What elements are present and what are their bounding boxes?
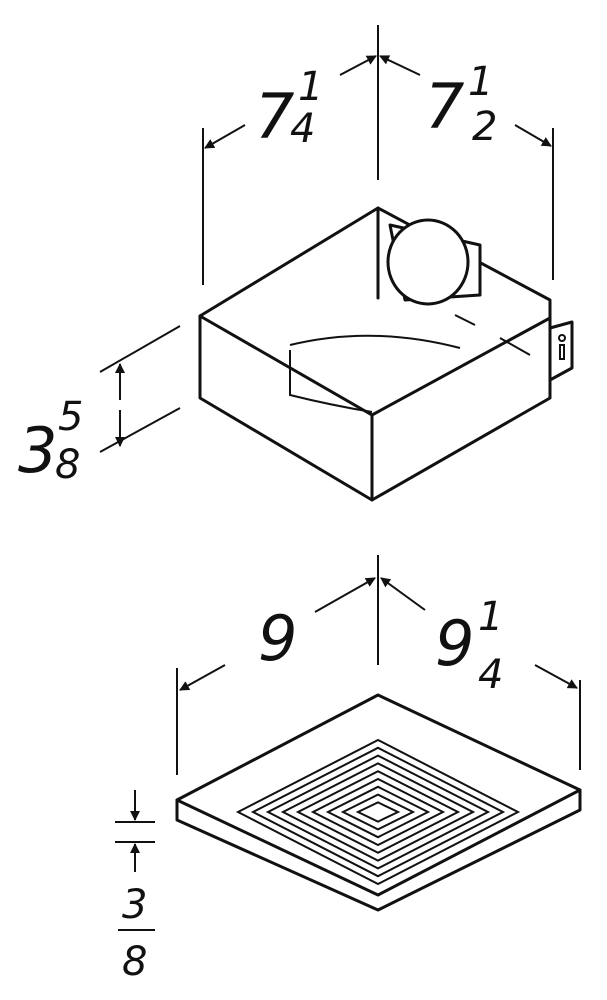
- housing-width-den: 4: [290, 106, 315, 152]
- grille-louver-ring: [235, 738, 521, 886]
- wiring-box: [548, 320, 574, 382]
- housing-dimensions: [99, 25, 554, 453]
- grille: [175, 693, 582, 912]
- grille-louver-ring: [310, 777, 446, 847]
- grille-louvers: [235, 738, 521, 886]
- housing-height-den: 8: [55, 442, 80, 488]
- grille-height-num: 3: [122, 882, 147, 928]
- housing-height-whole: 3: [18, 414, 57, 487]
- grille-louver-ring: [295, 770, 461, 854]
- grille-width: 9: [258, 602, 297, 675]
- housing-depth-den: 2: [472, 104, 497, 150]
- housing-depth-whole: 7: [425, 70, 464, 143]
- housing-width-num: 1: [298, 64, 323, 110]
- duct-collar: [386, 218, 531, 356]
- grille-louver-ring: [355, 801, 401, 823]
- grille-depth-num: 1: [478, 594, 503, 640]
- grille-dimensions: [115, 555, 581, 931]
- grille-louver-ring: [340, 793, 416, 831]
- housing-width-whole: 7: [255, 80, 294, 153]
- grille-depth-whole: 9: [435, 607, 474, 680]
- grille-depth-den: 4: [478, 652, 503, 698]
- grille-louver-ring: [250, 746, 506, 878]
- fan-housing: [198, 206, 574, 502]
- grille-height-den: 8: [122, 939, 147, 985]
- grille-louver-ring: [280, 762, 476, 862]
- housing-depth-num: 1: [468, 59, 493, 105]
- housing-height-num: 5: [58, 394, 83, 440]
- grille-louver-ring: [265, 754, 491, 870]
- grille-louver-ring: [325, 785, 431, 839]
